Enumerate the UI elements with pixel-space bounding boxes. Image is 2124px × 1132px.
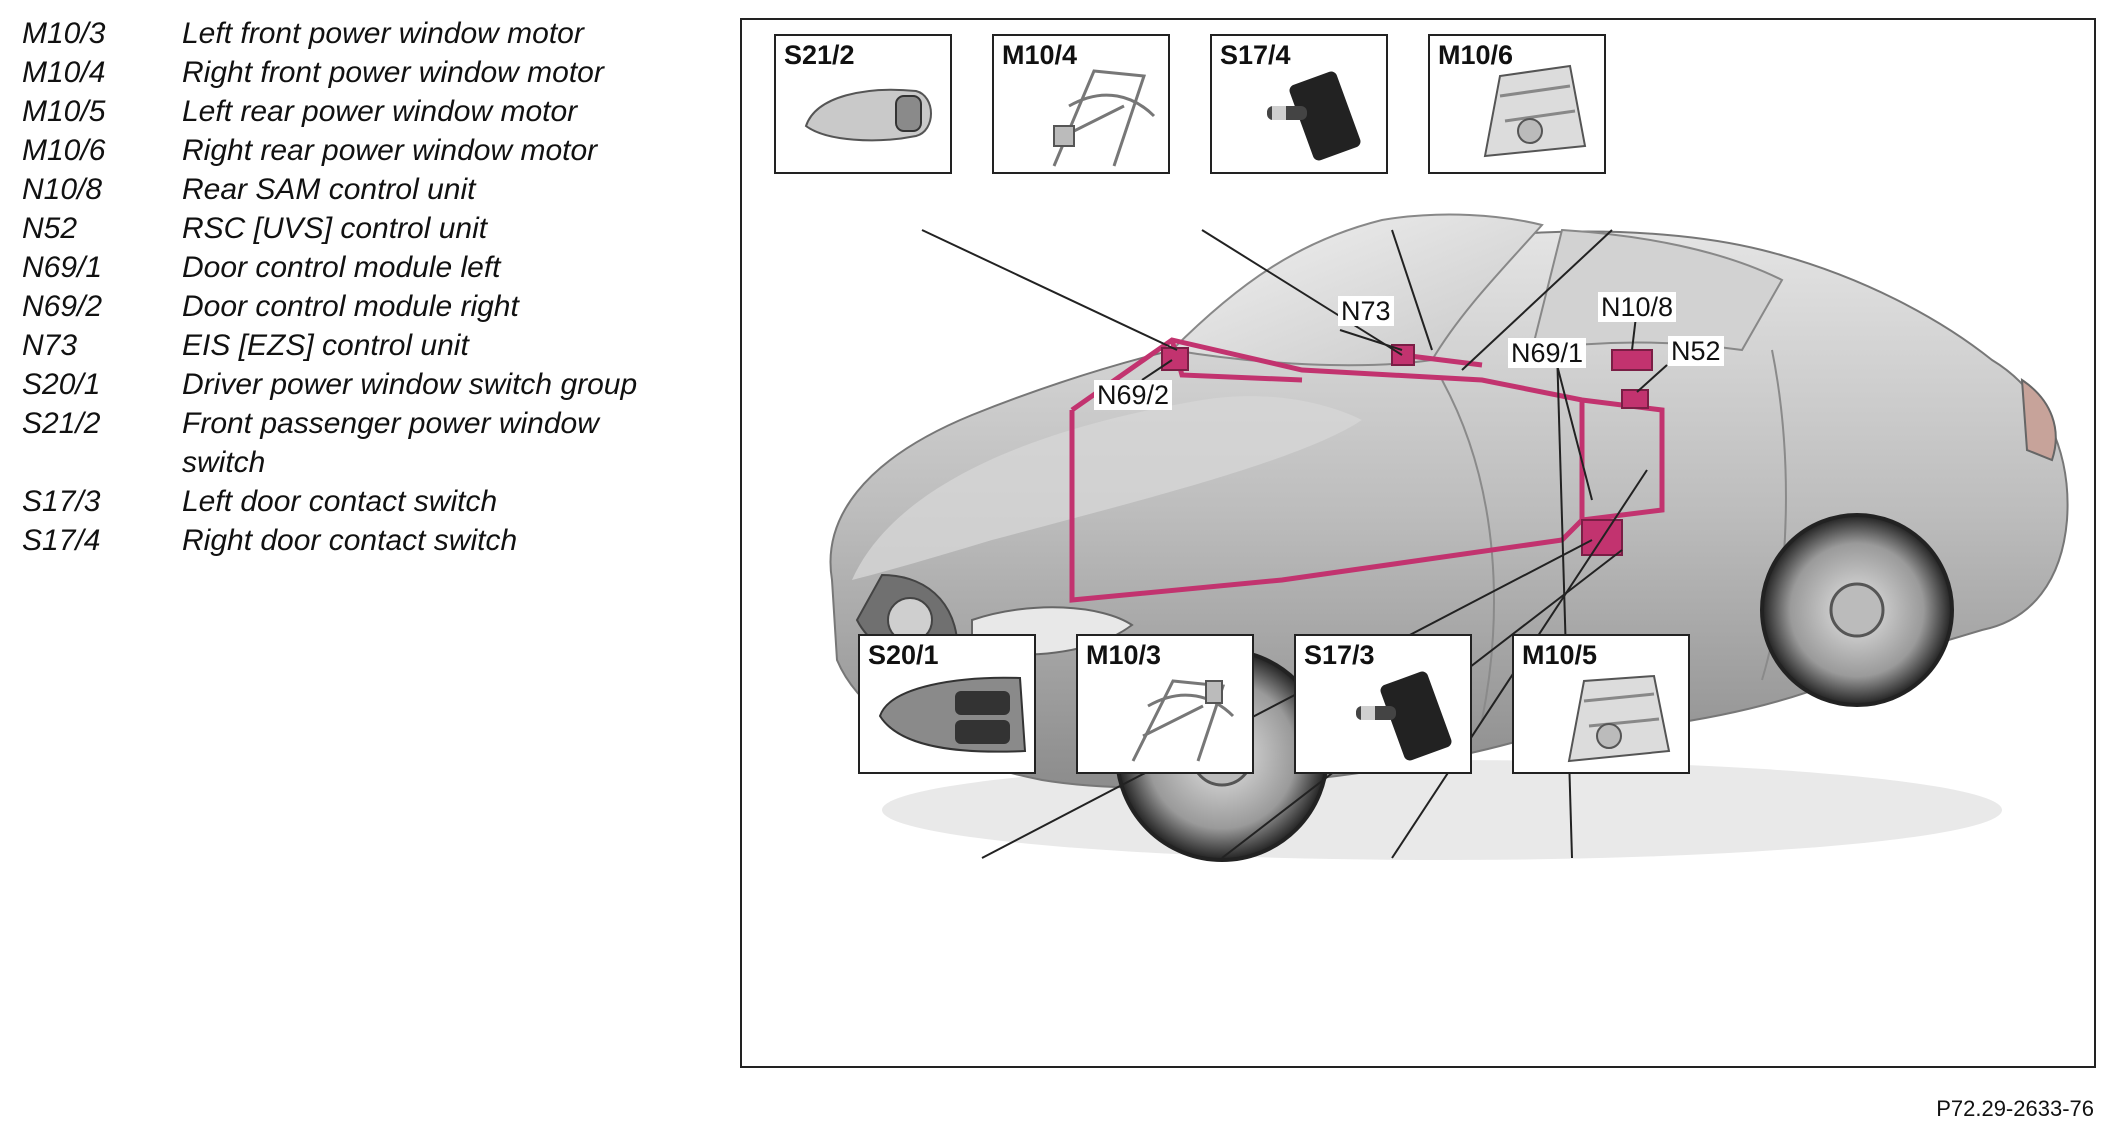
- legend-desc: EIS [EZS] control unit: [182, 329, 469, 362]
- power-window-switch-image: [804, 88, 932, 142]
- callout-n10-8: N10/8: [1598, 292, 1677, 322]
- legend-code: N69/1: [22, 251, 103, 284]
- legend-desc: Left door contact switch: [182, 485, 498, 518]
- part-box-m10-5: M10/5: [1512, 634, 1690, 774]
- part-label-m10-3: M10/3: [1086, 640, 1162, 670]
- legend-desc: Right rear power window motor: [182, 134, 598, 167]
- part-box-s17-3: S17/3: [1294, 634, 1472, 774]
- legend-code: S21/2: [22, 407, 101, 440]
- legend-code: M10/6: [22, 134, 106, 167]
- legend-row: N52 RSC [UVS] control unit: [22, 209, 702, 248]
- legend-desc: Front passenger power window switch: [182, 407, 599, 479]
- diagram-frame: S21/2 M10/4 S17/4 M10/6: [740, 18, 2096, 1068]
- n69-2-unit: [1161, 347, 1189, 371]
- part-box-s21-2: S21/2: [774, 34, 952, 174]
- legend-desc: Right door contact switch: [182, 524, 518, 557]
- legend: M10/3 Left front power window motor M10/4…: [22, 14, 702, 560]
- part-label-m10-4: M10/4: [1002, 40, 1078, 70]
- part-label-s21-2: S21/2: [784, 40, 855, 70]
- legend-desc: RSC [UVS] control unit: [182, 212, 488, 245]
- part-label-m10-5: M10/5: [1522, 640, 1598, 670]
- driver-switch-group-image: [878, 676, 1027, 753]
- legend-row: M10/6 Right rear power window motor: [22, 131, 702, 170]
- part-label-s17-3: S17/3: [1304, 640, 1375, 670]
- part-label-m10-6: M10/6: [1438, 40, 1514, 70]
- rear-hub: [1829, 582, 1885, 638]
- callout-n69-1: N69/1: [1508, 338, 1587, 368]
- legend-desc: Driver power window switch group: [182, 368, 638, 401]
- legend-row: S21/2 Front passenger power window switch: [22, 404, 702, 482]
- legend-row: S17/4 Right door contact switch: [22, 521, 702, 560]
- callout-n69-2: N69/2: [1094, 380, 1173, 410]
- legend-row: N10/8 Rear SAM control unit: [22, 170, 702, 209]
- part-box-m10-3: M10/3: [1076, 634, 1254, 774]
- n52-unit: [1621, 389, 1649, 409]
- legend-code: N10/8: [22, 173, 103, 206]
- windshield: [1169, 213, 1544, 367]
- n73-unit: [1391, 344, 1415, 366]
- part-box-s17-4: S17/4: [1210, 34, 1388, 174]
- legend-code: S17/3: [22, 485, 101, 518]
- legend-row: S20/1 Driver power window switch group: [22, 365, 702, 404]
- callout-n73: N73: [1338, 296, 1394, 326]
- legend-row: M10/4 Right front power window motor: [22, 53, 702, 92]
- legend-desc: Door control module right: [182, 290, 519, 323]
- left-door-contact-switch-image: [1356, 671, 1452, 761]
- legend-code: M10/3: [22, 17, 106, 50]
- side-window: [1530, 228, 1784, 352]
- legend-code: M10/4: [22, 56, 106, 89]
- legend-code: S20/1: [22, 368, 101, 401]
- part-box-m10-6: M10/6: [1428, 34, 1606, 174]
- legend-row: M10/5 Left rear power window motor: [22, 92, 702, 131]
- part-box-m10-4: M10/4: [992, 34, 1170, 174]
- left-rear-window-motor-image: [1567, 674, 1671, 763]
- callout-n52: N52: [1668, 336, 1724, 366]
- part-box-s20-1: S20/1: [858, 634, 1036, 774]
- hood: [852, 396, 1362, 580]
- window-motor-image: [1052, 69, 1156, 167]
- door-seam: [1441, 379, 1495, 721]
- n10-8-unit: [1611, 349, 1653, 371]
- legend-desc: Left rear power window motor: [182, 95, 578, 128]
- part-label-s20-1: S20/1: [868, 640, 939, 670]
- legend-row: N69/2 Door control module right: [22, 287, 702, 326]
- figure-reference-code: P72.29-2633-76: [1936, 1096, 2094, 1121]
- legend-desc: Left front power window motor: [182, 17, 584, 50]
- legend-code: N52: [22, 212, 78, 245]
- door-contact-switch-image: [1267, 71, 1361, 161]
- legend-code: M10/5: [22, 95, 106, 128]
- legend-desc: Rear SAM control unit: [182, 173, 476, 206]
- legend-row: N69/1 Door control module left: [22, 248, 702, 287]
- legend-row: M10/3 Left front power window motor: [22, 14, 702, 53]
- part-label-s17-4: S17/4: [1220, 40, 1291, 70]
- legend-code: S17/4: [22, 524, 101, 557]
- legend-desc: Right front power window motor: [182, 56, 604, 89]
- legend-row: S17/3 Left door contact switch: [22, 482, 702, 521]
- legend-code: N73: [22, 329, 78, 362]
- taillight: [2020, 378, 2057, 462]
- legend-desc: Door control module left: [182, 251, 501, 284]
- left-window-motor-image: [1131, 679, 1235, 762]
- rear-window-motor-image: [1483, 64, 1587, 158]
- legend-row: N73 EIS [EZS] control unit: [22, 326, 702, 365]
- car-illustration: [829, 213, 2069, 862]
- legend-code: N69/2: [22, 290, 103, 323]
